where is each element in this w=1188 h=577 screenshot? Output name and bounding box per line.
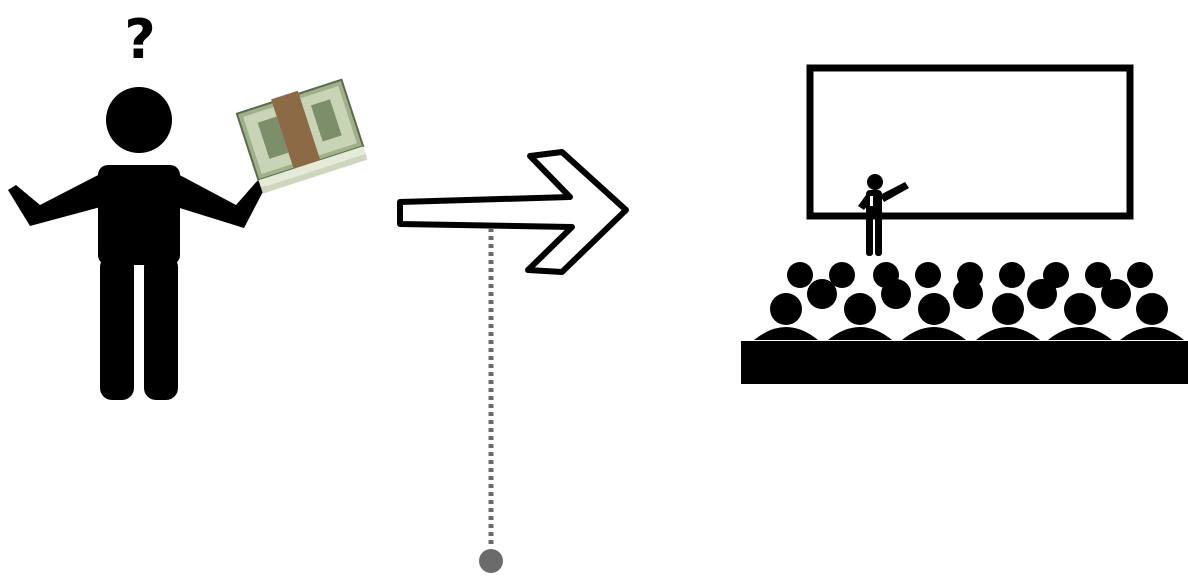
presentation-screen-icon bbox=[806, 64, 1134, 220]
right-arrow-icon bbox=[397, 149, 629, 275]
question-mark: ? bbox=[124, 8, 155, 71]
dot-endpoint-icon bbox=[479, 549, 503, 573]
presenter-icon bbox=[858, 174, 909, 256]
money-stack-icon bbox=[235, 78, 368, 194]
audience-icon bbox=[754, 262, 1184, 340]
stage-platform-icon bbox=[741, 341, 1188, 384]
confused-person-icon bbox=[8, 87, 266, 400]
